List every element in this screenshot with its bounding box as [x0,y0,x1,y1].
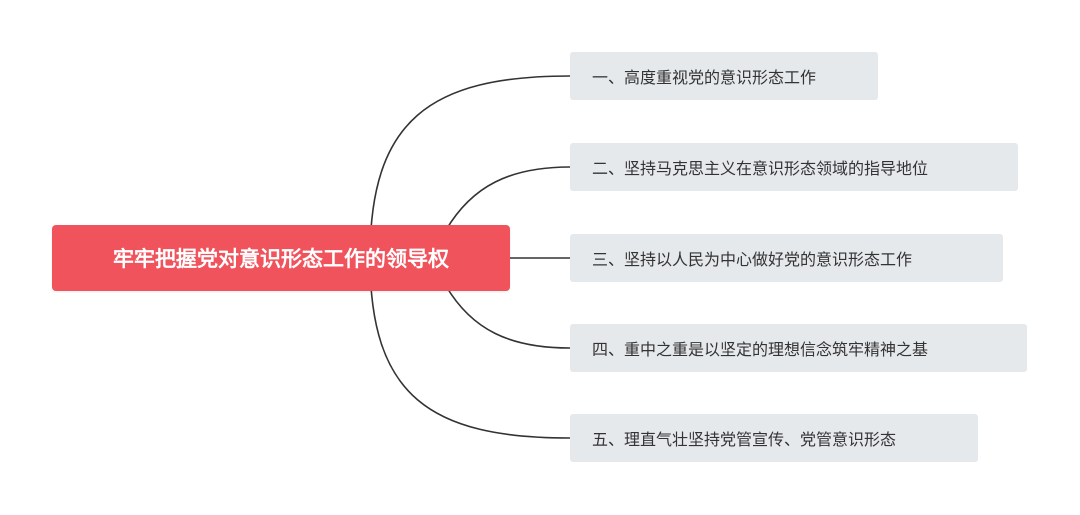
branch-topic-3[interactable]: 三、坚持以人民为中心做好党的意识形态工作 [570,234,1003,282]
branch-topic-4[interactable]: 四、重中之重是以坚定的理想信念筑牢精神之基 [570,324,1027,372]
branch-topic-label: 五、理直气壮坚持党管宣传、党管意识形态 [592,430,897,449]
branch-topic-label: 一、高度重视党的意识形态工作 [592,68,817,87]
branch-topic-label: 二、坚持马克思主义在意识形态领域的指导地位 [592,159,929,178]
branch-topic-5[interactable]: 五、理直气壮坚持党管宣传、党管意识形态 [570,414,978,462]
connector-branch-4 [445,285,571,349]
branch-topic-label: 四、重中之重是以坚定的理想信念筑牢精神之基 [592,340,929,359]
root-topic-label: 牢牢把握党对意识形态工作的领导权 [113,247,449,271]
branch-topic-1[interactable]: 一、高度重视党的意识形态工作 [570,52,878,100]
connector-branch-5 [369,257,571,439]
branch-topic-label: 三、坚持以人民为中心做好党的意识形态工作 [592,250,913,269]
root-topic[interactable]: 牢牢把握党对意识形态工作的领导权 [52,225,510,291]
branch-topic-2[interactable]: 二、坚持马克思主义在意识形态领域的指导地位 [570,143,1018,191]
connector-branch-2 [445,166,571,231]
connector-branch-1 [369,75,571,259]
